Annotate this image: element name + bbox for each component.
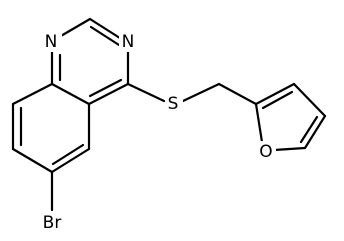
atom-n1-label: N — [45, 32, 58, 52]
furan-ring — [254, 82, 327, 152]
benzene-ring — [11, 82, 91, 212]
bond-c6-c5 — [50, 147, 91, 174]
bond-c3f-c4f — [292, 82, 327, 118]
bond-c6-c5-double — [51, 143, 85, 166]
atom-n3-label: N — [122, 32, 135, 52]
bond-c8a-c8 — [11, 82, 54, 106]
bond-c4a-c8a — [50, 82, 91, 106]
bond-c4f-c5f — [303, 114, 327, 150]
bond-c2-n3-double — [89, 25, 121, 47]
bond-c4-c4a-double — [88, 78, 123, 98]
bond-c2f-c3f-double — [261, 90, 294, 110]
bond-ch2-furan — [217, 82, 258, 106]
bond-s-ch2 — [181, 82, 221, 103]
bond-c2f-c3f — [254, 82, 296, 106]
bond-c4f-c5f-double — [299, 115, 319, 144]
atom-br-label: Br — [43, 213, 62, 233]
atom-labels: N N S O Br — [38, 30, 276, 235]
atom-s-label: S — [168, 94, 179, 114]
pyrimidine-ring — [50, 17, 130, 106]
bond-c4-s — [126, 82, 166, 103]
bond-c4-c4a — [87, 82, 130, 106]
thioether-linker — [126, 82, 258, 106]
bond-o-c2f — [254, 102, 264, 144]
bond-c5f-o — [272, 146, 307, 152]
atom-o-label: O — [259, 142, 272, 162]
bond-c7-c6 — [11, 147, 54, 174]
bond-c2-n3 — [88, 17, 125, 42]
